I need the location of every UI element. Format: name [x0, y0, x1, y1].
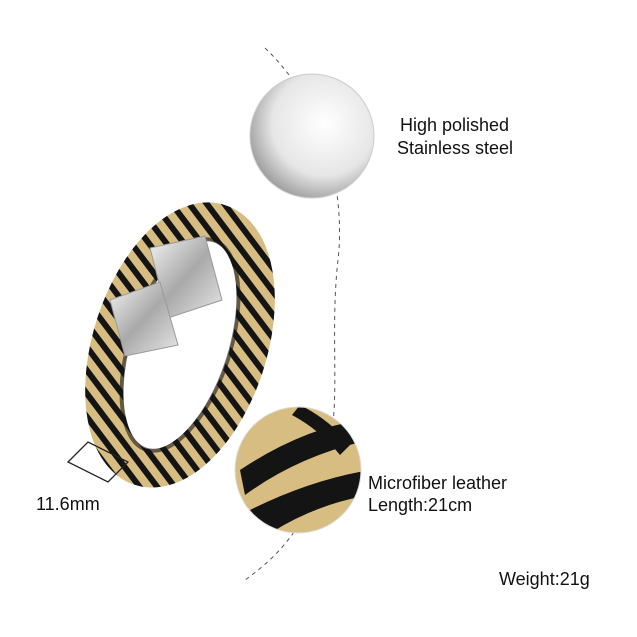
- weight-label: Weight:21g: [499, 569, 590, 589]
- steel-closeup: [249, 73, 375, 199]
- leather-label-line1: Microfiber leather: [368, 473, 508, 493]
- leather-closeup: [235, 407, 361, 533]
- steel-label-line1: High polished: [400, 115, 510, 135]
- width-label: 11.6mm: [36, 494, 100, 514]
- width-marker: [66, 441, 130, 483]
- steel-label-line2: Stainless steel: [397, 138, 514, 158]
- length-label: Length:21cm: [368, 495, 473, 515]
- clasp: [109, 235, 223, 357]
